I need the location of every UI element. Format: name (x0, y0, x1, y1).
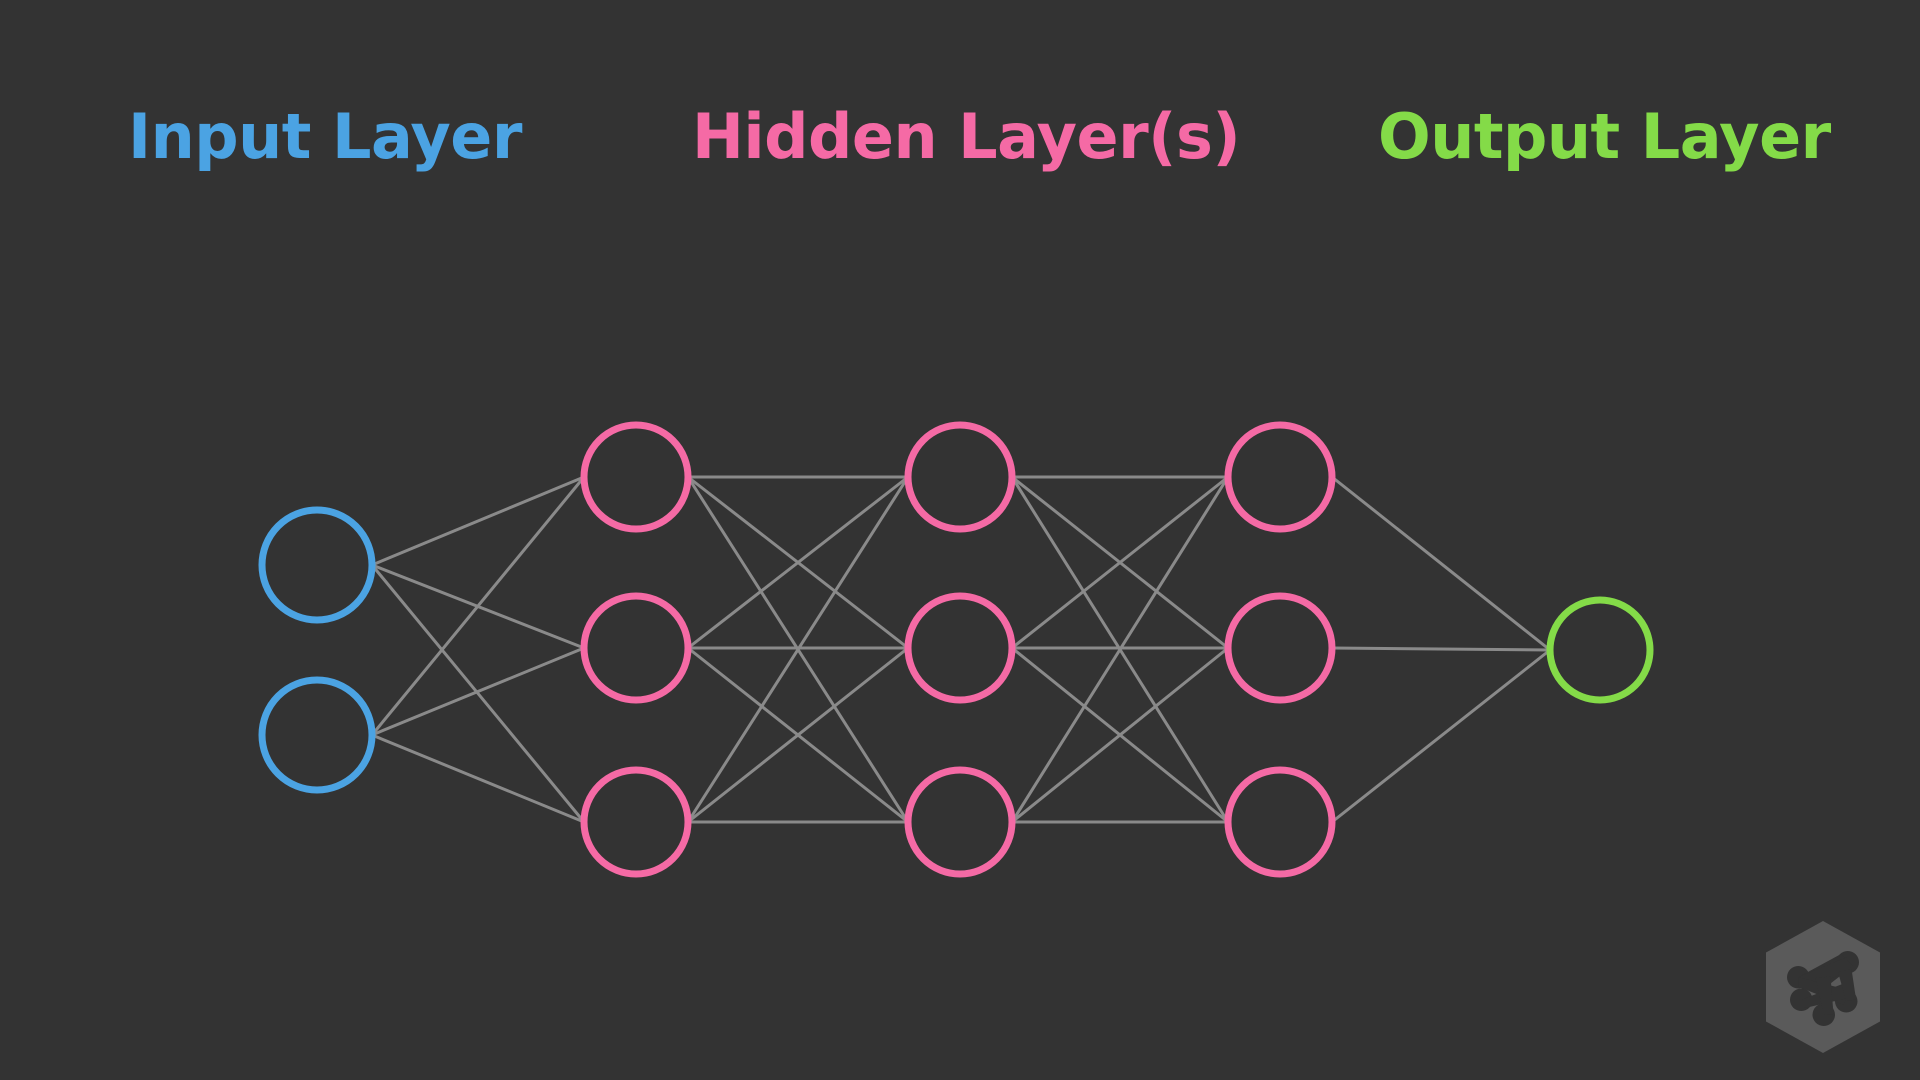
connection-2-2-to-3-0 (1010, 475, 1230, 824)
connections-group (370, 475, 1552, 824)
neuron-hidden-2-1 (580, 421, 692, 533)
connection-0-0-to-1-0 (370, 475, 586, 567)
neurons-group (258, 421, 1654, 878)
connection-2-2-to-3-1 (1010, 646, 1230, 824)
neuron-hidden-4-3 (1224, 766, 1336, 878)
connection-0-1-to-1-2 (370, 733, 586, 824)
neuron-hidden-3-2 (904, 592, 1016, 704)
neuron-hidden-3-3 (904, 766, 1016, 878)
connection-3-1-to-4-0 (1330, 646, 1552, 652)
connection-1-2-to-2-0 (686, 475, 910, 824)
neuron-hidden-2-2 (580, 592, 692, 704)
connection-0-1-to-1-0 (370, 475, 586, 737)
connection-3-2-to-4-0 (1330, 648, 1552, 824)
connection-3-0-to-4-0 (1330, 475, 1552, 652)
neuron-hidden-4-1 (1224, 421, 1336, 533)
neuron-hidden-3-1 (904, 421, 1016, 533)
connection-1-1-to-2-0 (686, 475, 910, 650)
connection-0-1-to-1-1 (370, 646, 586, 737)
neuron-input-1-1 (258, 506, 376, 624)
neuron-hidden-4-2 (1224, 592, 1336, 704)
connection-1-2-to-2-1 (686, 646, 910, 824)
connection-0-0-to-1-2 (370, 563, 586, 824)
neuron-output-5-1 (1546, 596, 1654, 704)
neuron-input-1-2 (258, 676, 376, 794)
connection-2-1-to-3-0 (1010, 475, 1230, 650)
neuron-hidden-2-3 (580, 766, 692, 878)
